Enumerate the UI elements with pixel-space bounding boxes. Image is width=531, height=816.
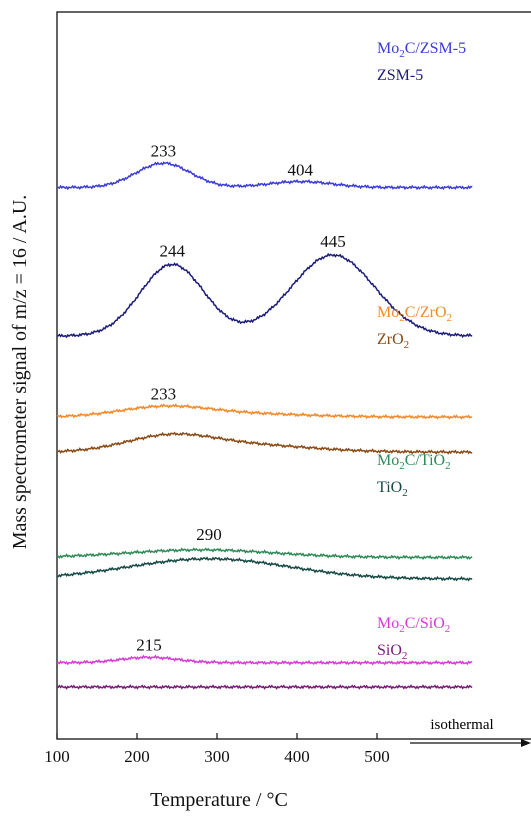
peak-label: 233 — [151, 141, 177, 160]
series-line — [56, 252, 473, 339]
peak-label: 404 — [287, 160, 313, 179]
series-line — [56, 431, 473, 455]
peak-label-layer: 233 404 244 445 233 290 215 — [136, 141, 346, 654]
legend-label: Mo2C/SiO2 — [377, 615, 450, 635]
legend-label: ZSM-5 — [377, 67, 423, 84]
isothermal-label: isothermal — [430, 717, 493, 733]
legend-label: ZrO2 — [377, 331, 409, 351]
series-layer — [56, 161, 473, 690]
peak-label: 244 — [159, 241, 185, 260]
isothermal-annotation: isothermal — [410, 717, 531, 747]
peak-label: 290 — [196, 525, 222, 544]
x-axis-title: Temperature / °C — [150, 789, 288, 811]
legend-layer: Mo2C/ZSM-5ZSM-5Mo2C/ZrO2ZrO2Mo2C/TiO2TiO… — [377, 40, 466, 662]
x-tick-label: 200 — [124, 747, 150, 766]
x-tick-label: 500 — [364, 747, 390, 766]
legend-label: TiO2 — [377, 479, 408, 499]
legend-label: Mo2C/ZSM-5 — [377, 40, 466, 60]
peak-label: 215 — [136, 636, 162, 655]
series-line — [56, 556, 473, 582]
series-line — [56, 403, 473, 420]
series-line — [56, 684, 473, 690]
series-line — [56, 161, 473, 191]
legend-label: Mo2C/ZrO2 — [377, 304, 452, 324]
series-line — [56, 654, 473, 666]
peak-label: 233 — [151, 384, 177, 403]
legend-label: Mo2C/TiO2 — [377, 452, 451, 472]
legend-label: SiO2 — [377, 642, 407, 662]
peak-label: 445 — [320, 232, 346, 251]
x-tick-layer: 100 200 300 400 500 — [44, 733, 390, 766]
x-tick-label: 400 — [284, 747, 310, 766]
plot-frame — [56, 11, 531, 740]
y-axis-title: Mass spectrometer signal of m/z = 16 / A… — [9, 195, 31, 550]
x-tick-label: 300 — [204, 747, 230, 766]
x-tick-label: 100 — [44, 747, 70, 766]
series-line — [56, 547, 473, 561]
isothermal-arrow-head — [521, 739, 531, 747]
